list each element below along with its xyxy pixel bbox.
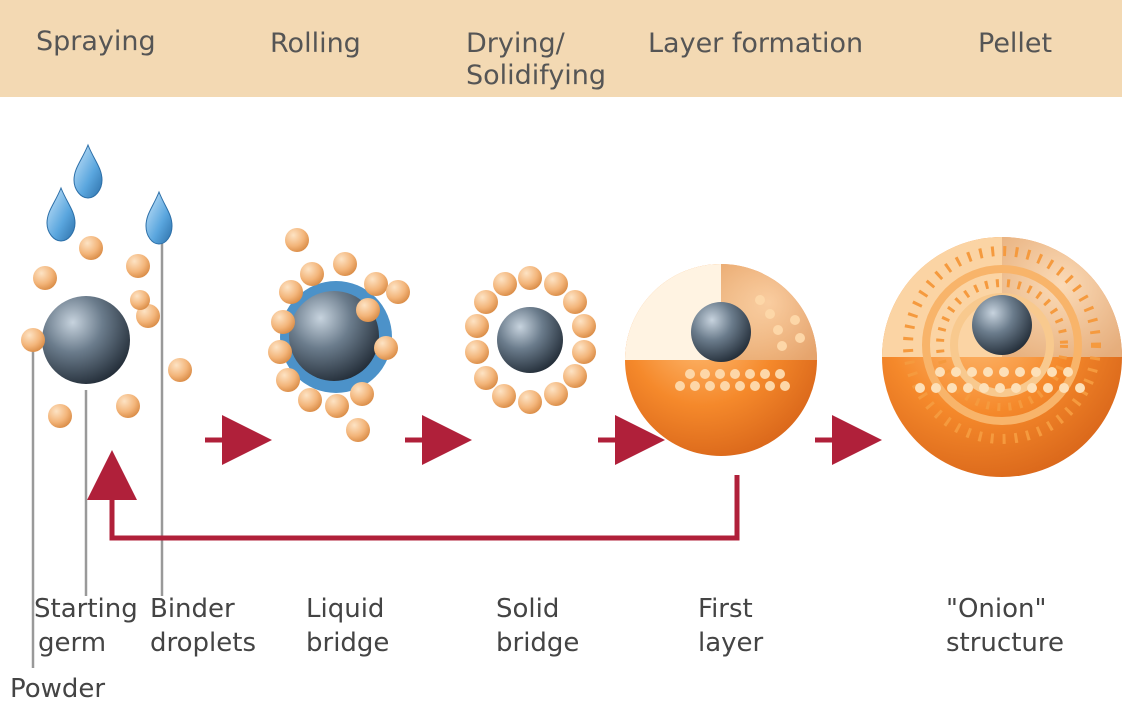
first-layer-illustration xyxy=(625,264,817,456)
label-liquid-bridge: bridge xyxy=(306,627,389,659)
label-onion: "Onion" xyxy=(946,593,1046,625)
label-powder: Powder xyxy=(10,673,105,705)
label-droplets: droplets xyxy=(150,627,256,659)
process-arrows xyxy=(112,440,862,538)
recycle-arrow xyxy=(112,470,737,538)
label-solid: Solid xyxy=(496,593,559,625)
label-starting: Starting xyxy=(34,593,138,625)
solid-bridge-illustration xyxy=(465,266,596,414)
label-structure: structure xyxy=(946,627,1064,659)
spraying-illustration xyxy=(21,145,192,428)
binder-droplet-icons xyxy=(47,145,172,244)
starting-germ xyxy=(42,296,130,384)
label-germ: germ xyxy=(38,627,106,659)
label-layer: layer xyxy=(698,627,763,659)
liquid-bridge-illustration xyxy=(268,228,410,442)
onion-pellet-illustration xyxy=(882,237,1122,477)
label-binder: Binder xyxy=(150,593,235,625)
label-liquid: Liquid xyxy=(306,593,384,625)
label-first: First xyxy=(698,593,753,625)
label-solid-bridge: bridge xyxy=(496,627,579,659)
